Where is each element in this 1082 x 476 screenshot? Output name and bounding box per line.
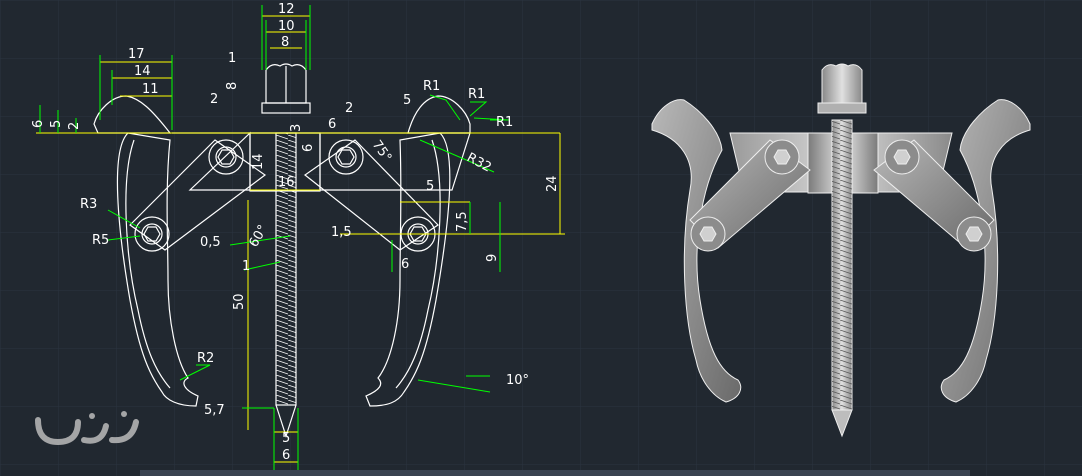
dim-17: 17 <box>128 47 145 62</box>
pivot-top-right <box>328 139 364 175</box>
pivot-bottom-left <box>134 216 170 252</box>
dim-8: 8 <box>281 35 289 50</box>
radius-r2: R2 <box>197 351 214 366</box>
radius-r1-b: R1 <box>468 87 485 102</box>
dim-24: 24 <box>545 175 560 192</box>
dim-5-7: 5,7 <box>204 403 225 418</box>
dim-10: 10 <box>278 19 295 34</box>
dim-7-5: 7,5 <box>455 211 470 232</box>
rendered-pivot-bottom-left <box>690 216 726 252</box>
dim-2-left: 2 <box>210 92 218 107</box>
dim-5-tip: 5 <box>282 431 290 446</box>
extension-lines <box>39 5 511 470</box>
dim-11: 11 <box>142 82 159 97</box>
rendered-hex-nut <box>821 63 863 104</box>
radius-r1-c: R1 <box>496 115 513 130</box>
dimension-labels: 12 10 8 1 8 2 2 3 6 6 17 14 11 6 5 2 14 … <box>31 2 560 463</box>
dim-14-vert: 14 <box>251 153 266 170</box>
dim-9: 9 <box>485 254 500 262</box>
right-arm <box>303 139 439 251</box>
dimension-lines <box>36 15 565 463</box>
dim-50: 50 <box>232 293 247 310</box>
rendered-screw-tip <box>831 409 853 438</box>
dim-3: 3 <box>289 124 304 132</box>
left-jaw <box>116 132 199 407</box>
dim-5-left: 5 <box>49 120 64 128</box>
screw-thread <box>275 132 297 406</box>
radius-r5: R5 <box>92 233 109 248</box>
radius-r1-a: R1 <box>423 79 440 94</box>
screw-tip <box>275 404 297 438</box>
radius-r3: R3 <box>80 197 97 212</box>
dim-16: 16 <box>278 175 295 190</box>
hex-nut <box>265 63 307 104</box>
dim-2-small: 2 <box>67 122 82 130</box>
dim-6-left: 6 <box>31 120 46 128</box>
watermark-logo <box>35 411 139 446</box>
right-jaw <box>365 132 451 407</box>
angle-10: 10° <box>506 373 529 388</box>
dim-6-mid: 6 <box>328 117 336 132</box>
right-jaw-hook <box>407 95 471 134</box>
rendered-pivot-top-right <box>884 139 920 175</box>
dim-8-side: 8 <box>225 82 240 90</box>
rendered-right-jaw <box>940 99 1031 403</box>
drawing-rendered <box>651 63 1031 438</box>
rendered-pivot-bottom-right <box>956 216 992 252</box>
dim-6-tip: 6 <box>282 448 290 463</box>
dim-1-thread: 1 <box>242 259 250 274</box>
pivot-top-left <box>208 139 244 175</box>
left-arm <box>129 139 267 251</box>
dim-0-5: 0,5 <box>200 235 221 250</box>
dim-12: 12 <box>278 2 295 17</box>
rendered-washer <box>817 102 867 114</box>
dim-5-top: 5 <box>403 93 411 108</box>
bottom-edge-line <box>140 470 970 476</box>
rendered-left-jaw <box>651 99 742 403</box>
dim-6-lower: 6 <box>401 257 409 272</box>
rendered-pivot-top-left <box>764 139 800 175</box>
dim-5-right: 5 <box>426 179 434 194</box>
dim-6-vert: 6 <box>301 144 316 152</box>
dim-1-5: 1,5 <box>331 225 352 240</box>
dim-14-top: 14 <box>134 64 151 79</box>
dim-1-top: 1 <box>228 51 236 66</box>
dim-2-right: 2 <box>345 101 353 116</box>
